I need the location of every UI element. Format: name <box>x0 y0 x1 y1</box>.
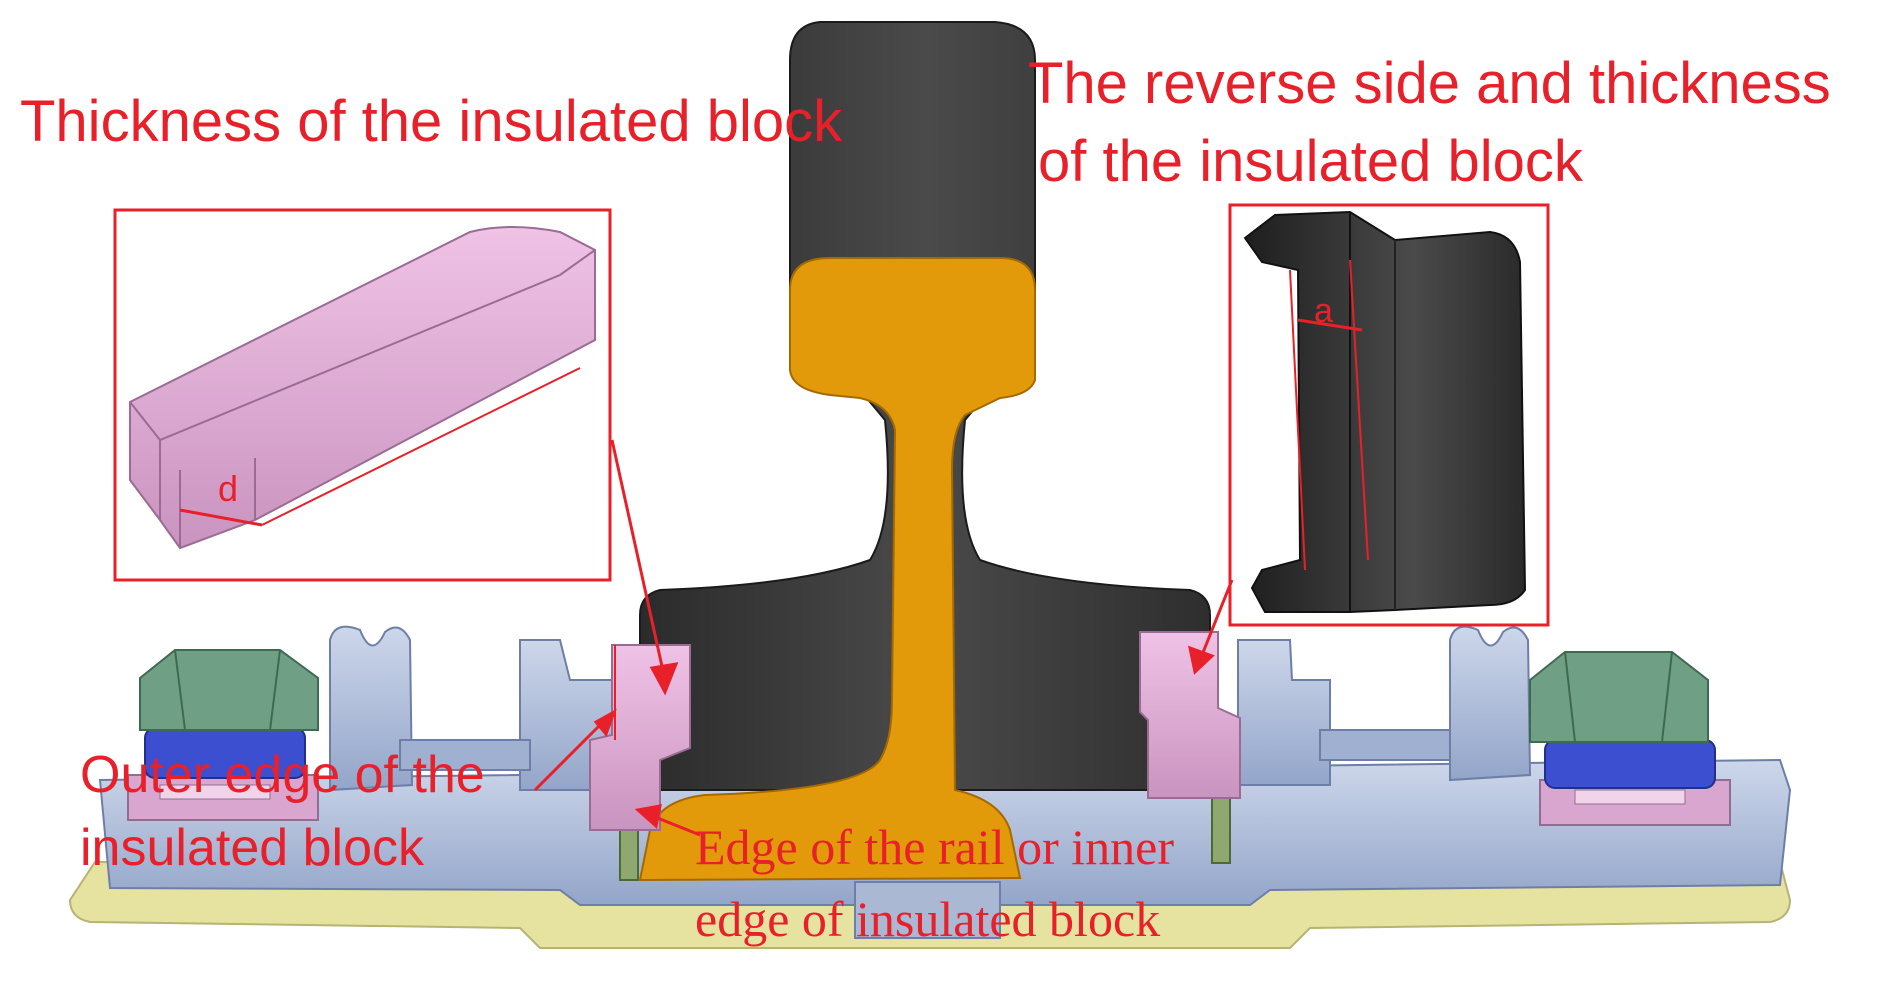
dimension-d-label: d <box>218 468 239 509</box>
dim-a-guide-left <box>1289 269 1306 571</box>
right-inset-block <box>1243 210 1527 613</box>
right-shoulder-2 <box>1237 639 1331 786</box>
dim-d-base <box>261 367 581 526</box>
left-shoulder <box>329 625 414 792</box>
label-reverse-line2: of the insulated block <box>1038 129 1583 194</box>
dimension-a-label: a <box>1314 292 1333 330</box>
label-thickness: Thickness of the insulated block <box>20 89 843 154</box>
label-rail-edge-line1: Edge of the rail or inner <box>695 819 1174 875</box>
left-bolt <box>127 649 319 821</box>
label-reverse-line1: The reverse side and thickness <box>1028 51 1831 116</box>
label-rail-edge-line2: edge of insulated block <box>695 891 1161 947</box>
right-insulated-block <box>1139 631 1241 799</box>
dim-a-guide-right <box>1349 259 1369 561</box>
right-shoulder <box>1449 625 1532 782</box>
right-clip-arm <box>1319 729 1451 761</box>
baseplate-center-slot <box>854 881 1001 939</box>
left-inset-block <box>129 226 596 550</box>
right-rail-pad <box>1211 797 1231 864</box>
dim-d-line <box>179 508 263 527</box>
label-outer-edge-line2: insulated block <box>80 819 424 877</box>
right-bolt <box>1529 651 1731 826</box>
label-outer-edge-line1: Outer edge of the <box>80 746 485 804</box>
left-clip-arm <box>399 739 531 771</box>
annotation-arrows <box>533 439 1234 837</box>
dim-a-line <box>1297 318 1363 332</box>
